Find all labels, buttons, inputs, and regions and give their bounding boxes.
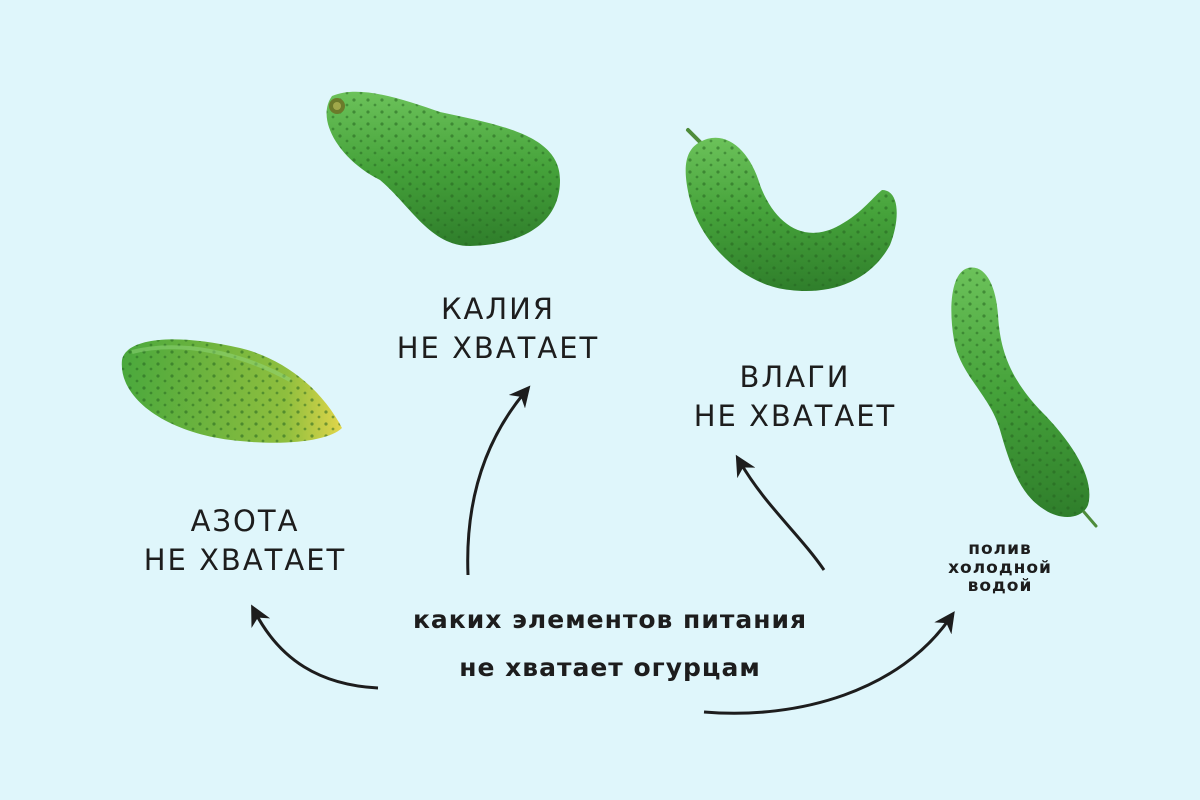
cause-label-cold-water-line1: полив bbox=[968, 539, 1032, 559]
cucumber-nitrogen-deficiency bbox=[121, 339, 342, 443]
cause-label-nitrogen-line1: АЗОТА bbox=[190, 504, 300, 538]
cucumber-moisture-deficiency bbox=[685, 128, 897, 292]
cucumber-potassium-deficiency bbox=[326, 91, 560, 246]
cause-label-moisture-line1: ВЛАГИ bbox=[739, 360, 851, 394]
center-question-line2: не хватает огурцам bbox=[459, 652, 761, 682]
cause-label-potassium: КАЛИЯ НЕ ХВАТАЕТ bbox=[378, 290, 618, 368]
cause-label-nitrogen-line2: НЕ ХВАТАЕТ bbox=[143, 543, 347, 578]
cause-label-potassium-line1: КАЛИЯ bbox=[440, 292, 556, 326]
cucumber-cold-water bbox=[951, 267, 1098, 528]
arrow-to-nitrogen bbox=[251, 604, 379, 690]
arrow-to-moisture bbox=[735, 454, 826, 571]
arrow-to-cold-water bbox=[703, 611, 955, 715]
cause-label-nitrogen: АЗОТА НЕ ХВАТАЕТ bbox=[130, 502, 360, 580]
cause-label-cold-water-line3: водой bbox=[967, 576, 1033, 597]
center-question-line1: каких элементов питания bbox=[412, 605, 808, 634]
cause-label-moisture: ВЛАГИ НЕ ХВАТАЕТ bbox=[680, 358, 910, 436]
center-question: каких элементов питания не хватает огурц… bbox=[370, 596, 850, 691]
cause-label-moisture-line2: НЕ ХВАТАЕТ bbox=[693, 399, 897, 434]
cause-label-potassium-line2: НЕ ХВАТАЕТ bbox=[396, 331, 600, 366]
arrow-to-potassium bbox=[466, 385, 531, 576]
cause-label-cold-water: полив холодной водой bbox=[925, 540, 1075, 596]
cause-label-cold-water-line2: холодной bbox=[948, 557, 1052, 578]
